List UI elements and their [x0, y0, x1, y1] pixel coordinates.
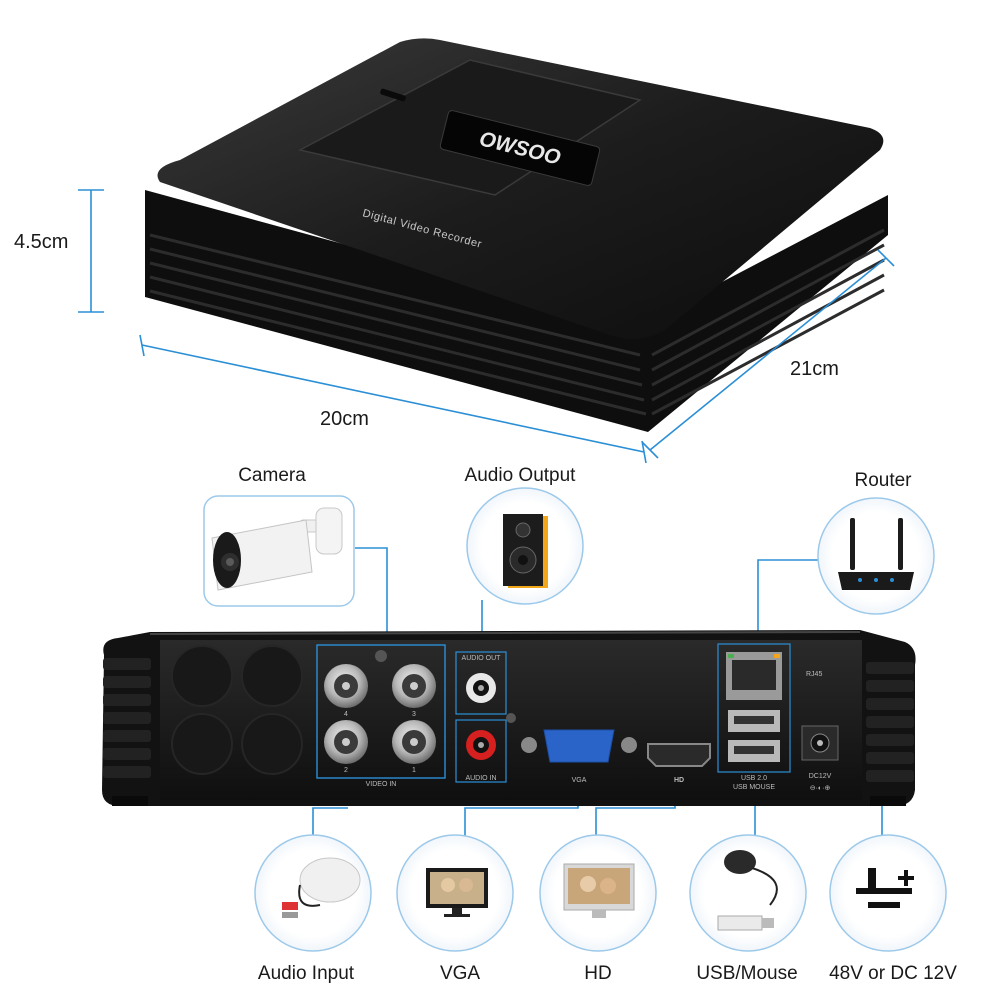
power-bubble [829, 834, 947, 952]
display-icon [563, 863, 635, 918]
rj45-label: RJ45 [806, 671, 822, 678]
audio-input-label: Audio Input [257, 963, 355, 984]
speaker-icon [503, 514, 548, 588]
power-indicator [380, 88, 406, 102]
audio-in-label: AUDIO IN [465, 775, 496, 782]
depth-dimension: 21cm [790, 358, 839, 380]
audio-output-bubble [466, 487, 584, 605]
width-dimension: 20cm [320, 408, 369, 430]
vga-label: VGA [439, 963, 481, 984]
bnc-connector [392, 664, 436, 708]
audio-in-port: AUDIO IN [455, 713, 516, 783]
dvr-vent-ridges-side [651, 228, 885, 416]
dvr-vent-ridges-front [149, 233, 647, 416]
hdmi-port: HD [647, 743, 711, 784]
video-in-label: VIDEO IN [366, 781, 397, 788]
usb-drive-icon [717, 915, 774, 931]
audio-output-label: Audio Output [464, 465, 576, 486]
bnc-connector [392, 720, 436, 764]
channel-number: 3 [412, 711, 416, 718]
router-bubble [817, 497, 935, 615]
hd-bubble [539, 834, 657, 952]
screw-icon [375, 650, 387, 662]
audio-out-label: AUDIO OUT [462, 655, 502, 662]
channel-number: 1 [412, 767, 416, 774]
dc-jack: DC12V ⊖·◐·⊕ [801, 725, 839, 792]
video-in-group: 4 3 2 1 VIDEO IN [316, 644, 446, 788]
channel-number: 4 [344, 711, 348, 718]
usb-top-label: USB 2.0 [741, 775, 767, 782]
power-label: 48V or DC 12V [829, 963, 957, 984]
rear-right-vents [866, 662, 914, 782]
microphone-icon [282, 857, 361, 918]
bnc-connector [324, 664, 368, 708]
hd-port-label: HD [674, 777, 684, 784]
network-usb-block: USB 2.0 USB MOUSE [717, 643, 791, 791]
rear-knockouts [171, 645, 303, 775]
camera-icon [211, 507, 343, 591]
channel-number: 2 [344, 767, 348, 774]
dvr-rear-view: 4 3 2 1 VIDEO IN AUDIO OUT AUDIO IN [102, 630, 916, 806]
usb-mouse-label: USB/Mouse [696, 963, 798, 984]
height-dimension: 4.5cm [14, 231, 69, 253]
dvr-top-view: OWSOO Digital Video Recorder [145, 38, 888, 432]
rear-left-vents [103, 658, 151, 778]
router-label: Router [854, 470, 912, 491]
screw-icon [506, 713, 516, 723]
dc-label: DC12V [809, 773, 832, 780]
svg-text:⊖·◐·⊕: ⊖·◐·⊕ [810, 785, 831, 792]
dimension-lines [78, 189, 895, 464]
usb-mouse-bubble [689, 834, 807, 952]
hd-label: HD [584, 963, 612, 984]
audio-input-bubble [254, 834, 372, 952]
monitor-icon [426, 868, 488, 917]
bnc-connector [324, 720, 368, 764]
dvr-top-surface [157, 38, 884, 340]
audio-out-port: AUDIO OUT [455, 651, 507, 715]
vga-bubble [396, 834, 514, 952]
vga-port: VGA [521, 729, 637, 784]
camera-label: Camera [238, 465, 306, 486]
router-icon [838, 518, 914, 590]
dc-power-icon [856, 868, 914, 908]
usb-bottom-label: USB MOUSE [733, 784, 775, 791]
camera-bubble [203, 495, 355, 607]
mouse-icon [724, 850, 778, 906]
vga-port-label: VGA [572, 777, 587, 784]
